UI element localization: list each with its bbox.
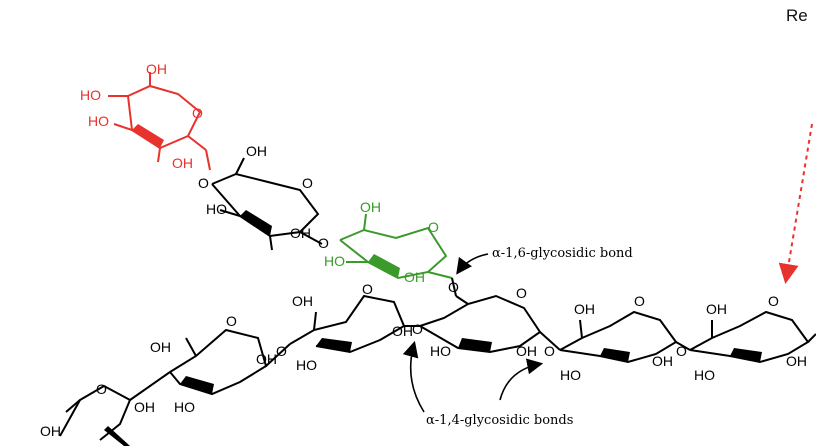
green-ring-o: O [428,219,439,235]
a14-label: α-1,4-glycosidic bonds [426,413,573,428]
chain-oh-6: OH [392,323,413,339]
a16-label: α-1,6-glycosidic bond [492,246,633,261]
red-oh-bottom: OH [172,155,193,171]
a14-arrow-left [402,340,425,413]
red-glucose-unit [108,72,211,171]
chain-oh-9: OH [652,353,673,369]
branch-oh: OH [290,225,311,241]
chain-o-ring-3: O [362,281,373,297]
chain-ho-1: HO [174,399,195,415]
branch-ring-o: O [302,175,313,191]
chain-oh-2: OH [134,399,155,415]
red-ring-o: O [192,105,203,121]
green-oh: OH [404,269,425,285]
branch-point-o: O [448,279,459,295]
chain-oh-7: OH [516,343,537,359]
chain-link-o-3: O [544,343,555,359]
chain-ho-3: HO [430,343,451,359]
branch-glucose-unit [211,157,323,251]
main-chain [59,294,816,446]
chain-oh-1: OH [40,423,61,439]
chain-link-o-1: O [276,343,287,359]
reducing-end-label: Re [786,6,808,25]
green-glucose-unit [339,213,453,280]
chain-oh-4: OH [256,351,277,367]
chain-o-ring-4: O [516,285,527,301]
chain-ho-4: HO [560,367,581,383]
chain-link-o-4: O [676,343,687,359]
chain-o-ring-1: O [96,381,107,397]
chain-oh-10: OH [706,301,727,317]
chain-o-ring-2: O [226,313,237,329]
red-ho-lower: HO [88,113,109,129]
chain-o-ring-5: O [634,293,645,309]
a16-arrow [456,253,489,275]
chain-oh-11: OH [786,353,807,369]
chain-link-o-2: O [412,321,423,337]
branch-link-o2: O [318,235,329,251]
branch-oh-top: OH [246,143,267,159]
chain-o-ring-6: O [768,293,779,309]
red-oh-top: OH [146,61,167,77]
green-ho: HO [324,253,345,269]
chain-ho-5: HO [694,367,715,383]
chain-ho-2: HO [296,357,317,373]
chain-oh-5: OH [292,293,313,309]
red-ho-left: HO [80,87,101,103]
branch-ho: HO [206,201,227,217]
branch-link-o: O [198,175,209,191]
reducing-end-dotted-arrow [778,123,813,284]
green-oh-top: OH [360,199,381,215]
chain-oh-8: OH [574,301,595,317]
a14-arrow-right [499,358,544,401]
chain-oh-3: OH [150,339,171,355]
